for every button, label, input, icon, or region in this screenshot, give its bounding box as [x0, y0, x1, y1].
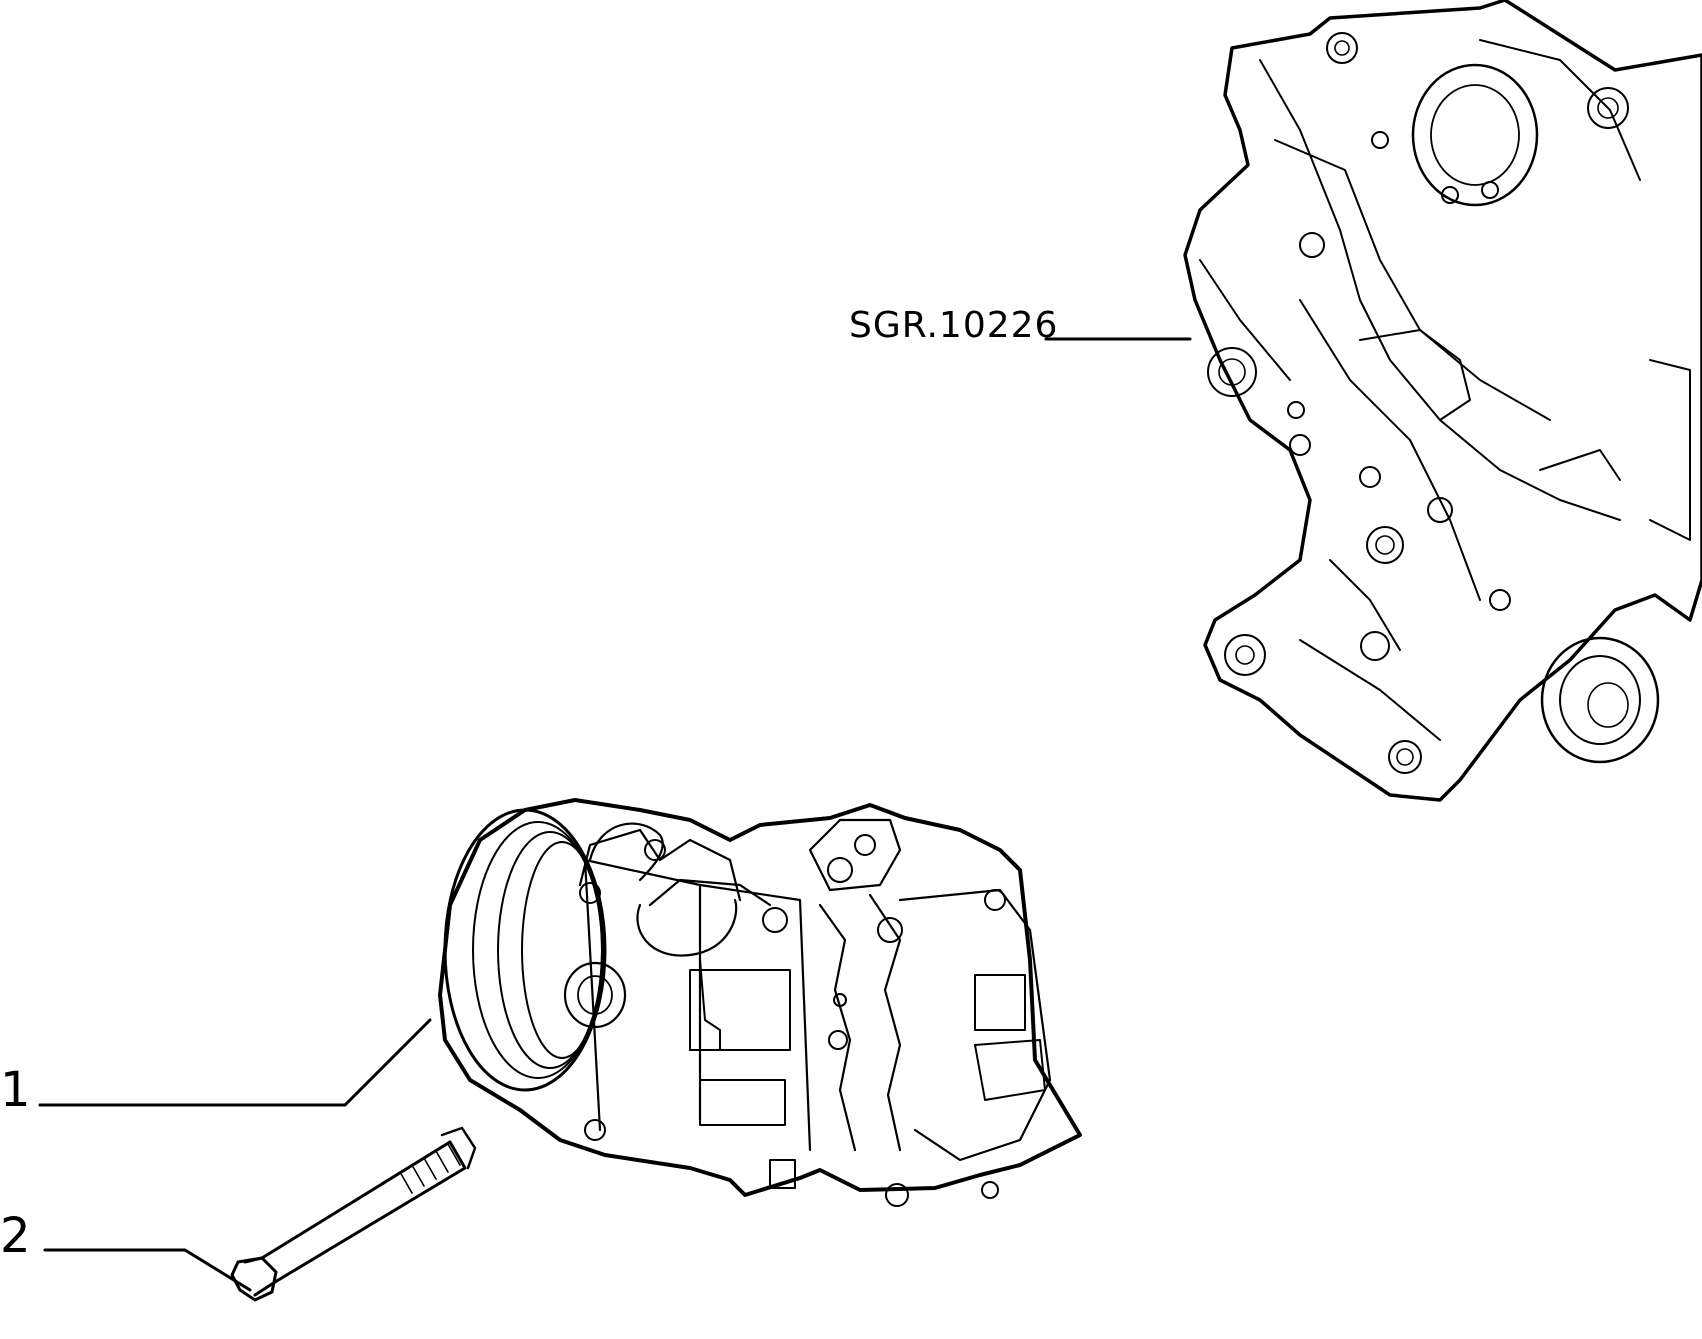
ac-compressor: [438, 798, 1082, 1207]
mounting-bracket: [1183, 0, 1702, 802]
callout-number-1: 1: [0, 1062, 31, 1118]
reference-code-label: SGR.10226: [849, 305, 1059, 346]
callout-2-leader-line: [43, 1248, 252, 1292]
bolt: [230, 1126, 477, 1302]
callout-1-leader-line: [38, 1018, 432, 1107]
callout-number-2: 2: [0, 1208, 31, 1264]
